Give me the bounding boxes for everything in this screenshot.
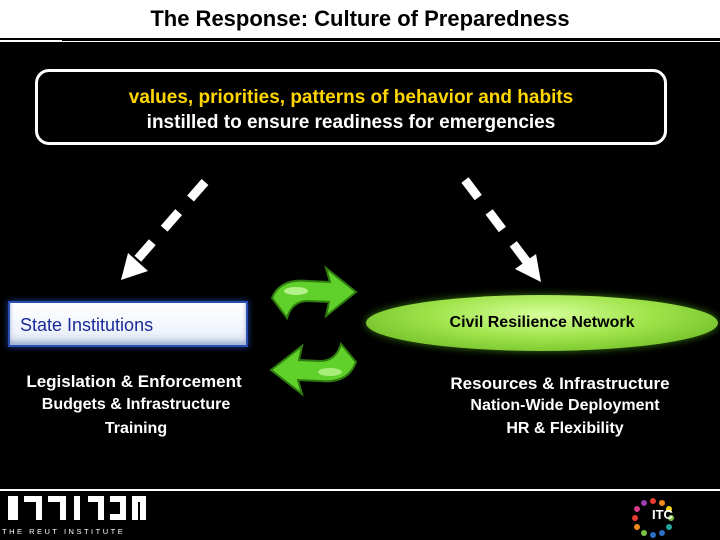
state-institutions-box: State Institutions xyxy=(8,301,248,347)
civil-resilience-box: Civil Resilience Network xyxy=(366,295,718,351)
state-institutions-label: State Institutions xyxy=(20,315,154,335)
itc-logo-icon xyxy=(632,498,674,538)
right-item-3: HR & Flexibility xyxy=(506,420,624,437)
definition-box: values, priorities, patterns of behavior… xyxy=(35,69,667,145)
right-item-2: Nation-Wide Deployment xyxy=(470,397,660,414)
footer-rule xyxy=(0,489,720,491)
title-rule xyxy=(0,38,720,41)
left-item-1: Legislation & Enforcement xyxy=(26,372,242,391)
left-item-2: Budgets & Infrastructure xyxy=(41,396,231,413)
left-item-3: Training xyxy=(104,420,168,437)
cycle-arrows-icon xyxy=(269,265,358,397)
civil-resilience-label: Civil Resilience Network xyxy=(449,314,635,331)
itc-logo-label: ITC xyxy=(652,507,673,522)
dashed-arrow-left-icon xyxy=(121,179,209,280)
definition-line-1: values, priorities, patterns of behavior… xyxy=(128,87,574,108)
reut-institute-logo xyxy=(8,496,146,520)
definition-line-2: instilled to ensure readiness for emerge… xyxy=(146,112,556,133)
title-rule-accent xyxy=(0,40,62,42)
page-title: The Response: Culture of Preparedness xyxy=(150,6,570,31)
title-bar xyxy=(0,0,720,42)
dashed-arrow-right-icon xyxy=(461,177,541,282)
right-item-1: Resources & Infrastructure xyxy=(450,374,670,393)
reut-institute-subtitle: THE REUT INSTITUTE xyxy=(2,527,126,536)
